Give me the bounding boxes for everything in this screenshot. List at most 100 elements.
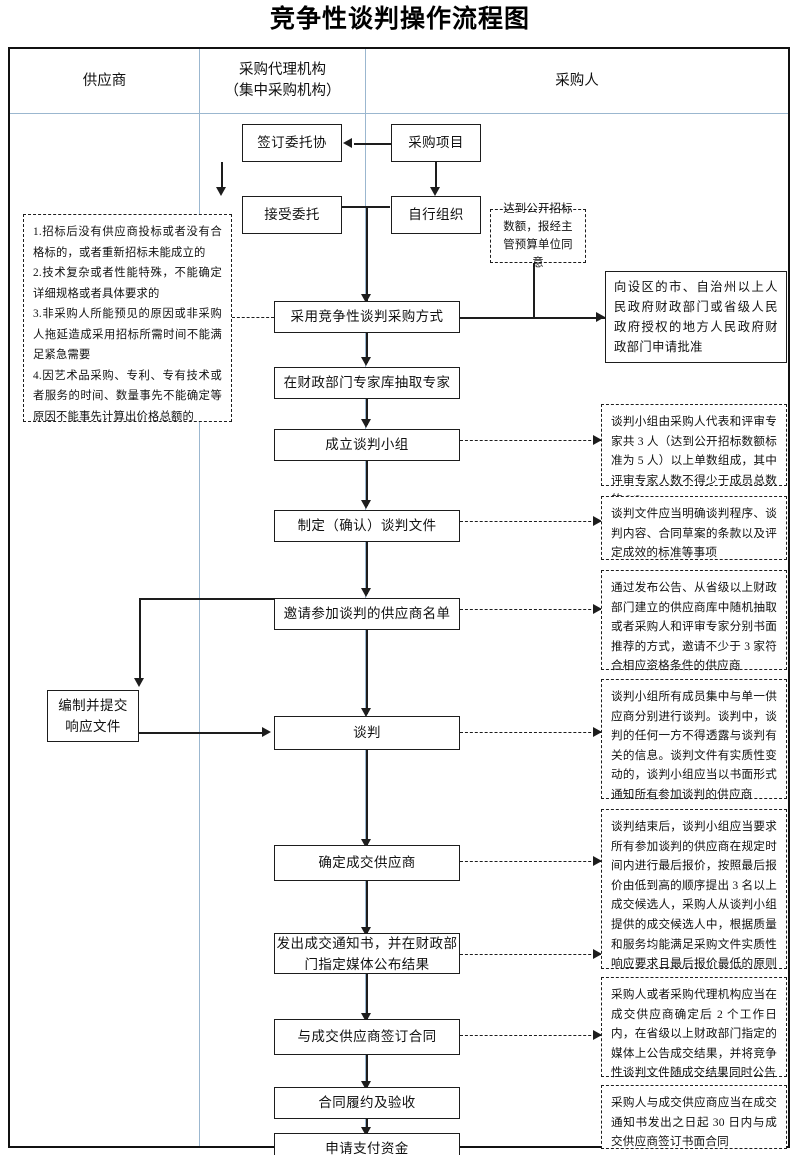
connector-docs-to-invite [366,542,368,594]
node-label: 采购项目 [408,135,464,150]
node-label: 签订委托协 [257,135,327,150]
node-label: 自行组织 [408,207,464,222]
arrow-notice-to-note [593,949,602,959]
arrow-contract-to-perform [361,1081,371,1090]
connector-contract-to-perform [366,1055,368,1087]
connector-project-to-self [435,162,437,192]
node-negotiation[interactable]: 谈判 [274,716,460,750]
node-apply-payment[interactable]: 申请支付资金 [274,1133,460,1155]
connector-adopt-to-approval-h [460,317,605,319]
node-label: 谈判 [353,725,381,740]
node-label: 接受委托 [264,207,320,222]
connector-prepare-to-negotiation [139,732,263,734]
arrow-docs-to-invite [361,588,371,597]
node-accept-entrust[interactable]: 接受委托 [242,196,342,234]
connector-threshold-drop [533,263,535,318]
connector-form-to-docs [366,461,368,506]
node-draw-experts[interactable]: 在财政部门专家库抽取专家 [274,367,460,399]
connector-invite-to-prepare-v [139,598,141,683]
node-label-line2: 门指定媒体公布结果 [304,956,430,972]
arrow-docs-to-note [593,516,602,526]
arrow-notice-to-contract [361,1013,371,1022]
connector-negotiation-to-note-h [460,732,601,733]
swimlane-frame: 供应商 采购代理机构 （集中采购机构） 采购人 [8,47,790,1155]
node-label: 合同履约及验收 [318,1095,416,1110]
lane-header-agency: 采购代理机构 （集中采购机构） [200,49,365,113]
arrow-determine-to-note [593,856,602,866]
node-procurement-project[interactable]: 采购项目 [391,124,481,162]
node-label: 采用竞争性谈判采购方式 [290,309,444,324]
node-sign-entrust[interactable]: 签订委托协 [242,124,342,162]
node-determine-supplier[interactable]: 确定成交供应商 [274,845,460,881]
node-label: 确定成交供应商 [318,855,416,870]
arrow-form-to-note [593,435,602,445]
arrow-merge-to-adopt [361,294,371,303]
note-conditions: 1.招标后没有供应商投标或者没有合格标的，或者重新招标未能成立的 2.技术复杂或… [23,214,232,423]
node-sign-contract[interactable]: 与成交供应商签订合同 [274,1019,460,1055]
node-label-line1: 发出成交通知书，并在财政部 [276,935,458,951]
arrow-adopt-to-draw [361,357,371,366]
arrow-invite-to-negotiation [361,708,371,717]
arrow-form-to-docs [361,500,371,509]
connector-invite-to-note-h [460,609,601,610]
connector-form-to-note-h [460,440,601,441]
connector-determine-to-note-h [460,861,601,862]
node-label: 申请支付资金 [325,1141,409,1155]
note-doc-content: 谈判文件应当明确谈判程序、谈判内容、合同草案的条款以及评定成效的标准等事项 [601,496,787,560]
arrow-adopt-to-approval [596,312,605,322]
node-form-group[interactable]: 成立谈判小组 [274,429,460,461]
lane-header-supplier: 供应商 [10,49,199,113]
page-title: 竞争性谈判操作流程图 [269,6,530,33]
node-label-line1: 编制并提交 [58,698,128,713]
node-issue-notice[interactable]: 发出成交通知书，并在财政部 门指定媒体公布结果 [274,933,460,974]
connector-docs-to-note-h [460,521,601,522]
connector-sign-to-accept [221,162,223,192]
lane-header-rule [10,113,788,114]
note-threshold: 达到公开招标数额，报经主管预算单位同意 [490,203,586,269]
connector-perform-to-apply [366,1109,368,1133]
node-label: 成立谈判小组 [325,437,409,452]
arrow-invite-to-note [593,604,602,614]
note-final-offer-rule: 谈判结束后，谈判小组应当要求所有参加谈判的供应商在规定时间内进行最后报价，按照最… [601,809,787,1009]
connector-notice-to-note-h [460,954,601,955]
connector-project-to-sign [354,143,391,145]
connector-notice-to-contract [366,974,368,1019]
node-perform-accept[interactable]: 合同履约及验收 [274,1087,460,1119]
arrow-project-to-self [430,187,440,196]
node-label: 在财政部门专家库抽取专家 [283,375,451,390]
note-invite-method: 通过发布公告、从省级以上财政部门建立的供应商库中随机抽取或者采购人和评审专家分别… [601,570,787,672]
arrow-invite-to-prepare [134,678,144,687]
lane-label-purchaser: 采购人 [555,72,599,89]
node-label: 与成交供应商签订合同 [297,1029,437,1044]
node-label: 制定（确认）谈判文件 [297,518,437,533]
connector-merge-vertical [366,206,368,301]
arrow-draw-to-form [361,419,371,428]
node-prepare-response[interactable]: 编制并提交 响应文件 [47,690,139,742]
lane-sublabel-agency: （集中采购机构） [224,83,341,99]
lane-header-purchaser: 采购人 [366,49,788,113]
node-label-line2: 响应文件 [65,719,121,734]
note-contract-rule: 采购人与成交供应商应当在成交通知书发出之日起 30 日内与成交供应商签订书面合同 [601,1085,787,1149]
note-announce-rule: 采购人或者采购代理机构应当在成交供应商确定后 2 个工作日内，在省级以上财政部门… [601,977,787,1079]
lane-label-supplier: 供应商 [82,72,127,89]
node-make-docs[interactable]: 制定（确认）谈判文件 [274,510,460,542]
note-group-composition: 谈判小组由采购人代表和评审专家共 3 人（达到公开招标数额标准为 5 人）以上单… [601,404,787,506]
arrow-determine-to-notice [361,927,371,936]
lane-divider-1 [199,49,200,1146]
connector-negotiation-to-determine [366,750,368,845]
connector-invite-to-negotiation [366,630,368,714]
note-negotiation-rule: 谈判小组所有成员集中与单一供应商分别进行谈判。谈判中，谈判的任何一方不得透露与谈… [601,679,787,801]
arrow-negotiation-to-note [593,727,602,737]
node-invite-list[interactable]: 邀请参加谈判的供应商名单 [274,598,460,630]
node-approval-request[interactable]: 向设区的市、自治州以上人民政府财政部门或省级人民政府授权的地方人民政府财政部门申… [605,271,787,363]
connector-adopt-to-conditions [232,317,274,318]
node-self-organize[interactable]: 自行组织 [391,196,481,234]
node-label: 向设区的市、自治州以上人民政府财政部门或省级人民政府授权的地方人民政府财政部门申… [614,280,778,354]
arrow-negotiation-to-determine [361,839,371,848]
arrow-perform-to-apply [361,1127,371,1136]
node-adopt-method[interactable]: 采用竞争性谈判采购方式 [274,301,460,333]
arrow-project-to-sign [343,138,352,148]
connector-invite-to-prepare-h [139,598,275,600]
arrow-contract-to-note [593,1030,602,1040]
